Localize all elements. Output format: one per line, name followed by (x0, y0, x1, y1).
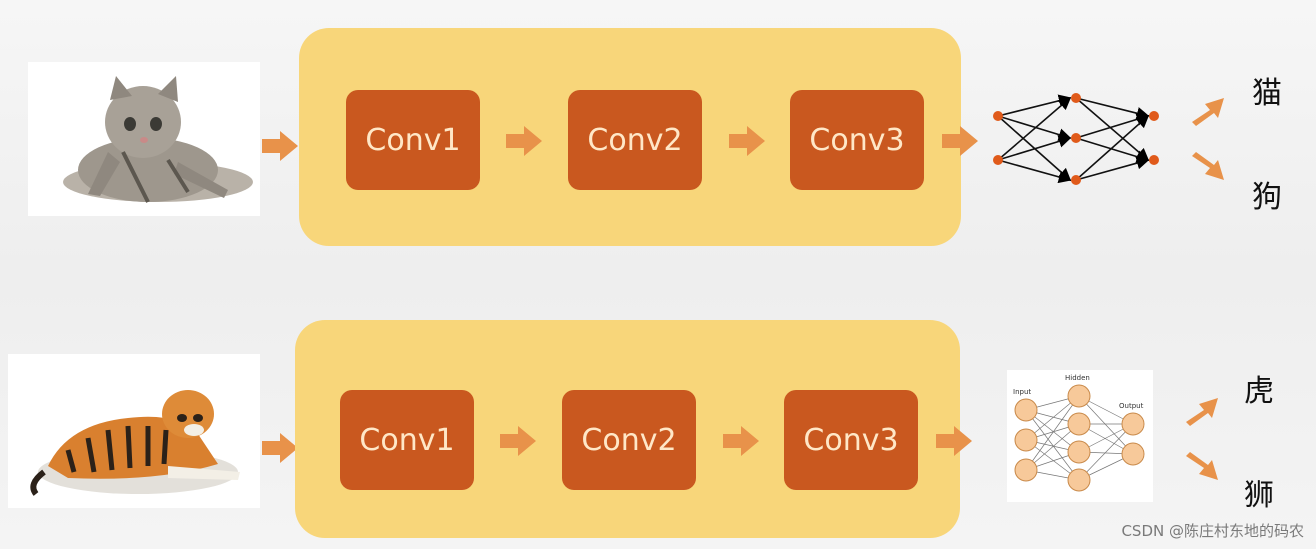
arrow-icon (723, 426, 759, 456)
arrow-icon (500, 426, 536, 456)
tiger-image (8, 354, 260, 508)
input-layer-label: Input (1013, 388, 1031, 396)
kitten-image (28, 62, 260, 216)
conv-block-1: Conv1 (346, 90, 480, 190)
conv-block-3: Conv3 (784, 390, 918, 490)
output-arrow-up-icon (1186, 398, 1218, 426)
arrow-icon (262, 433, 298, 463)
output-label-dog: 狗 (1252, 180, 1282, 215)
output-arrow-up-icon (1192, 98, 1224, 126)
output-label-lion: 狮 (1244, 478, 1274, 513)
hidden-layer-label: Hidden (1065, 374, 1090, 382)
arrow-icon (729, 126, 765, 156)
output-label-cat: 猫 (1252, 76, 1282, 111)
arrow-icon (262, 131, 298, 161)
output-layer-label: Output (1119, 402, 1144, 410)
arrow-icon (936, 426, 972, 456)
arrow-icon (506, 126, 542, 156)
arrow-icon (942, 126, 978, 156)
output-arrow-down-icon (1192, 152, 1224, 180)
conv-block-1: Conv1 (340, 390, 474, 490)
conv-block-2: Conv2 (568, 90, 702, 190)
output-arrow-down-icon (1186, 452, 1218, 480)
conv-block-2: Conv2 (562, 390, 696, 490)
watermark: CSDN @陈庄村东地的码农 (1121, 522, 1304, 540)
conv-block-3: Conv3 (790, 90, 924, 190)
fc-network-diagram (993, 93, 1159, 185)
output-label-tiger: 虎 (1244, 374, 1274, 409)
nn-diagram-panel: Input Hidden Output (1007, 370, 1153, 502)
